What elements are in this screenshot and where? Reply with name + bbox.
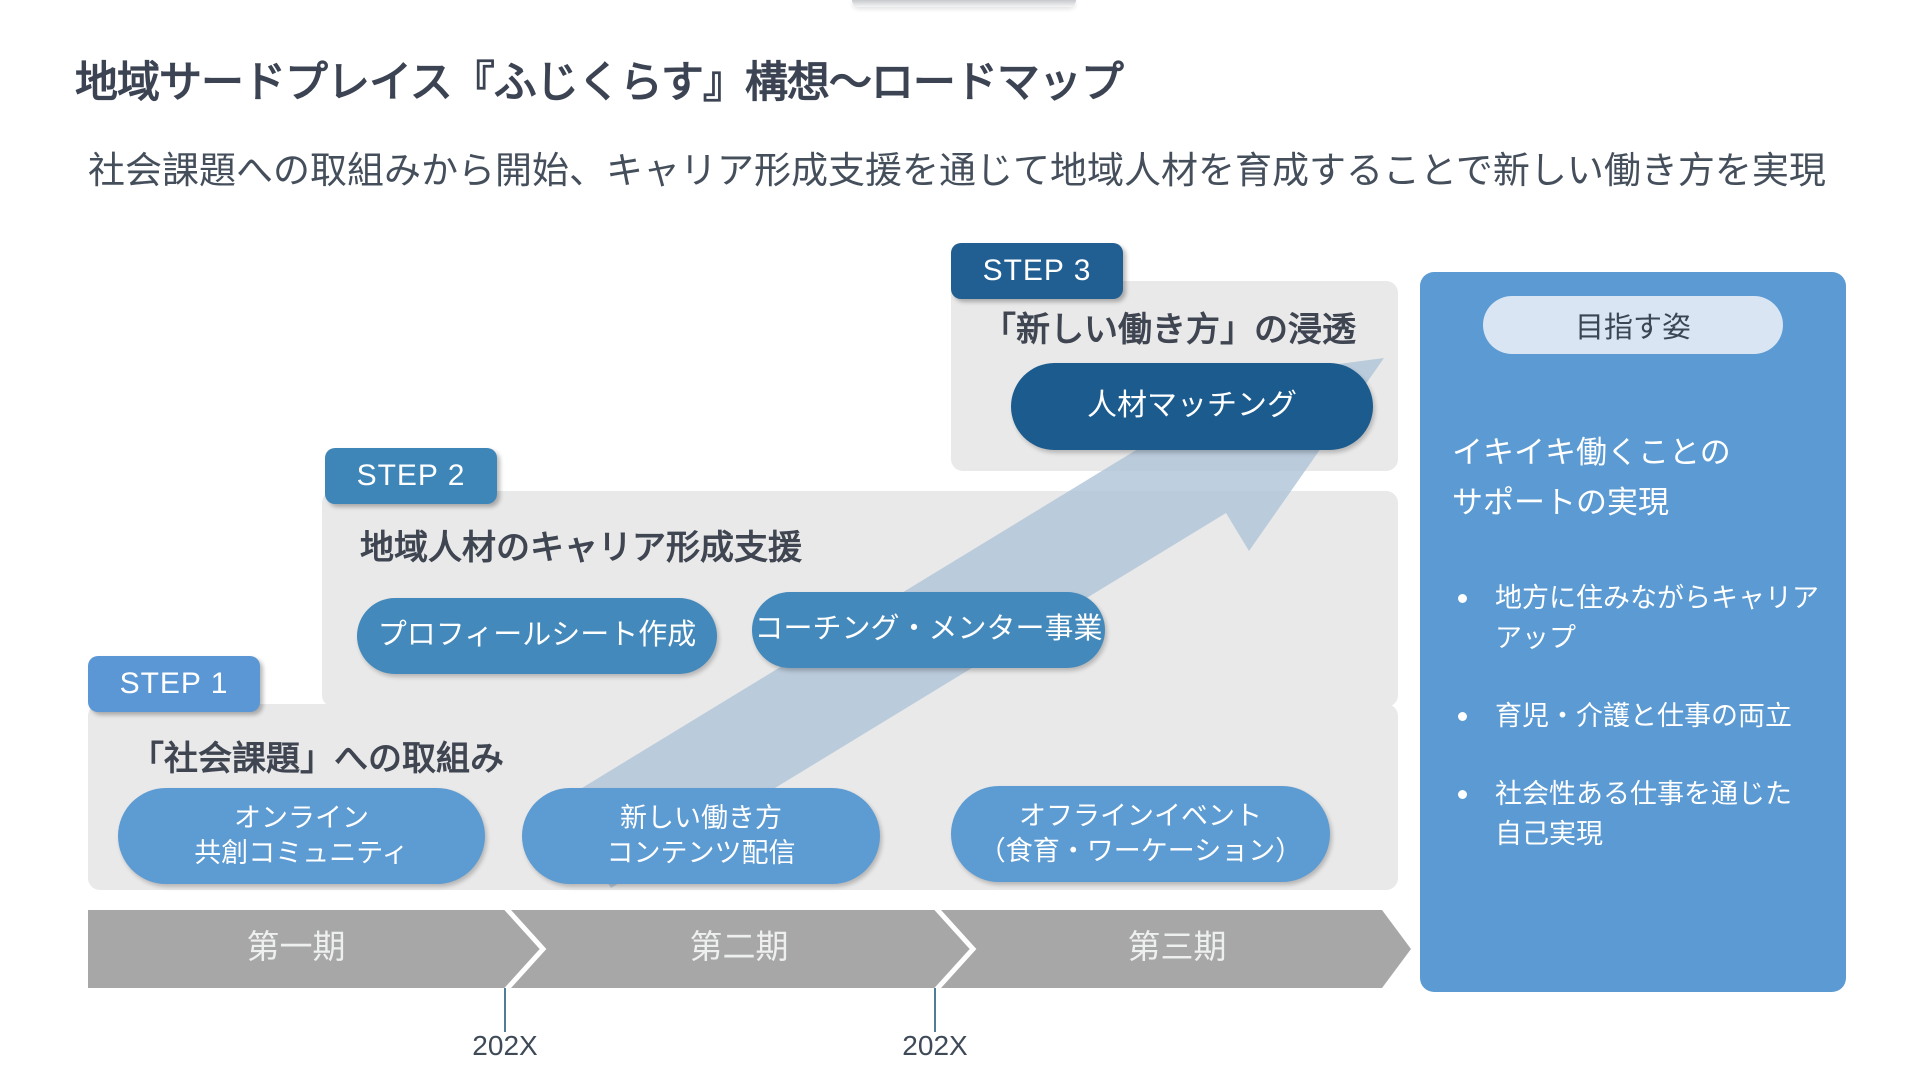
pill-line: コンテンツ配信 <box>606 838 796 868</box>
step2-heading: 地域人材のキャリア形成支援 <box>360 529 802 567</box>
chevron-divider-1 <box>503 905 547 993</box>
pill-content-distribution: 新しい働き方 コンテンツ配信 <box>522 788 880 884</box>
bullet-line: アップ <box>1495 623 1576 653</box>
page-subtitle: 社会課題への取組みから開始、キャリア形成支援を通じて地域人材を育成することで新し… <box>88 150 1826 191</box>
pill-line: オンライン <box>234 803 369 834</box>
step2-badge: STEP 2 <box>325 448 497 504</box>
goal-heading-line: サポートの実現 <box>1452 485 1669 520</box>
phase-1-label: 第一期 <box>246 928 346 965</box>
pill-coaching-mentor: コーチング・メンター事業 <box>752 592 1105 668</box>
milestone-year-1: 202X <box>472 1030 538 1061</box>
pill-line: （食育・ワーケーション） <box>978 836 1303 866</box>
phase-2-label: 第二期 <box>689 928 789 965</box>
goal-bullet-self-actualization: 社会性ある仕事を通じた 自己実現 <box>1452 774 1819 854</box>
pill-line: コーチング・メンター事業 <box>754 613 1103 646</box>
step1-heading: 「社会課題」への取組み <box>130 740 504 778</box>
pill-line: 共創コミュニティ <box>194 838 409 868</box>
bullet-dot-icon <box>1458 790 1467 799</box>
pill-offline-events: オフラインイベント （食育・ワーケーション） <box>951 786 1330 882</box>
pill-profile-sheet: プロフィールシート作成 <box>357 598 717 674</box>
page-title: 地域サードプレイス『ふじくらす』構想～ロードマップ <box>75 59 1124 107</box>
milestone-tick-2 <box>934 988 936 1032</box>
pill-talent-matching: 人材マッチング <box>1011 363 1373 450</box>
pill-line: プロフィールシート作成 <box>377 619 697 652</box>
pill-online-community: オンライン 共創コミュニティ <box>118 788 485 884</box>
bullet-line: 社会性ある仕事を通じた <box>1495 779 1792 809</box>
goal-bullet-balance: 育児・介護と仕事の両立 <box>1452 696 1819 736</box>
bullet-text: 地方に住みながらキャリア アップ <box>1495 578 1819 658</box>
bullet-dot-icon <box>1458 712 1467 721</box>
phase-3-label: 第三期 <box>1127 928 1227 965</box>
step3-heading: 「新しい働き方」の浸透 <box>982 311 1356 349</box>
chevron-divider-2 <box>933 905 977 993</box>
bullet-dot-icon <box>1458 594 1467 603</box>
step3-badge: STEP 3 <box>951 243 1123 299</box>
goal-bullet-list: 地方に住みながらキャリア アップ 育児・介護と仕事の両立 社会性ある仕事を通じた… <box>1452 578 1819 854</box>
bullet-line: 自己実現 <box>1495 819 1603 849</box>
goal-heading: イキイキ働くことの サポートの実現 <box>1452 428 1731 528</box>
goal-bullet-career: 地方に住みながらキャリア アップ <box>1452 578 1819 658</box>
goal-sidebar: 目指す姿 イキイキ働くことの サポートの実現 地方に住みながらキャリア アップ … <box>1420 272 1846 992</box>
bullet-line: 地方に住みながらキャリア <box>1495 583 1819 613</box>
bullet-text: 育児・介護と仕事の両立 <box>1495 696 1792 736</box>
goal-badge: 目指す姿 <box>1483 296 1783 354</box>
cutoff-tab-sliver <box>852 0 1076 7</box>
pill-line: 新しい働き方 <box>620 803 782 834</box>
pill-line: 人材マッチング <box>1087 389 1297 423</box>
milestone-tick-1 <box>504 988 506 1032</box>
milestone-year-2: 202X <box>902 1030 968 1061</box>
pill-line: オフラインイベント <box>1019 801 1262 832</box>
bullet-line: 育児・介護と仕事の両立 <box>1495 701 1792 731</box>
timeline-arrow-band <box>88 905 1411 993</box>
step1-badge: STEP 1 <box>88 656 260 712</box>
goal-heading-line: イキイキ働くことの <box>1452 435 1731 470</box>
bullet-text: 社会性ある仕事を通じた 自己実現 <box>1495 774 1792 854</box>
